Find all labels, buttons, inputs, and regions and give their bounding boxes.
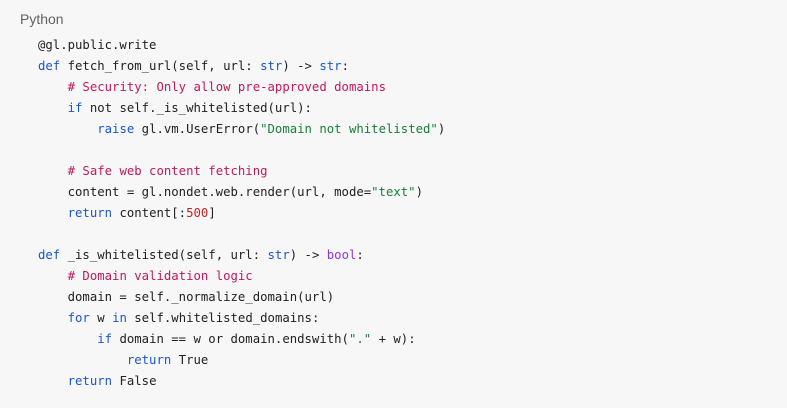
code-content[interactable]: @gl.public.write def fetch_from_url(self,… <box>38 35 445 392</box>
code-token: return <box>126 353 172 367</box>
code-token: if <box>97 332 113 346</box>
code-line: if not self._is_whitelisted(url): <box>38 98 445 119</box>
code-token: def <box>38 248 61 262</box>
code-token: ] <box>208 206 216 220</box>
code-token: True <box>171 353 209 367</box>
code-token: + w): <box>371 332 416 346</box>
code-token: str <box>267 248 290 262</box>
code-token: # Security: Only allow pre-approved doma… <box>67 80 386 94</box>
code-line: if domain == w or domain.endswith("." + … <box>38 329 445 350</box>
code-token <box>38 353 127 367</box>
code-token: # Domain validation logic <box>67 269 253 283</box>
code-line <box>38 140 445 161</box>
code-token: content[: <box>112 206 187 220</box>
code-token: for <box>67 311 90 325</box>
code-line: content = gl.nondet.web.render(url, mode… <box>38 182 445 203</box>
code-token: return <box>67 206 113 220</box>
code-token <box>38 374 68 388</box>
code-token: ) -> <box>282 59 320 73</box>
code-line: @gl.public.write <box>38 35 445 56</box>
code-token: : <box>356 248 364 262</box>
code-line: return False <box>38 371 445 392</box>
code-token: if <box>67 101 83 115</box>
code-token: raise <box>97 122 135 136</box>
code-line: return True <box>38 350 445 371</box>
code-token: bool <box>326 248 357 262</box>
code-token: "Domain not whitelisted" <box>260 122 438 136</box>
code-token: "text" <box>371 185 416 199</box>
code-token <box>38 80 68 94</box>
code-line: domain = self._normalize_domain(url) <box>38 287 445 308</box>
code-token: ) -> <box>289 248 327 262</box>
code-line: def _is_whitelisted(self, url: str) -> b… <box>38 245 445 266</box>
code-token: content = gl.nondet.web.render(url, mode… <box>38 185 372 199</box>
code-token: : <box>341 59 349 73</box>
code-token: in <box>112 311 127 325</box>
code-token <box>38 101 68 115</box>
code-token: ) <box>415 185 423 199</box>
code-token <box>38 311 68 325</box>
code-token: self.whitelisted_domains: <box>126 311 320 325</box>
code-token: ) <box>437 122 446 136</box>
code-token: "." <box>348 332 372 346</box>
code-line: raise gl.vm.UserError("Domain not whitel… <box>38 119 445 140</box>
code-token: 500 <box>186 206 209 220</box>
code-token <box>38 164 68 178</box>
code-token: _is_whitelisted(self, url: <box>60 248 268 262</box>
code-token: False <box>112 374 157 388</box>
code-line: # Safe web content fetching <box>38 161 445 182</box>
code-token: fetch_from_url(self, url: <box>60 59 261 73</box>
code-token: @gl.public.write <box>38 38 157 52</box>
code-token: str <box>319 59 342 73</box>
code-token: def <box>38 59 61 73</box>
code-token: # Safe web content fetching <box>67 164 268 178</box>
code-language-label: Python <box>20 11 64 27</box>
code-token <box>38 122 97 136</box>
code-token <box>38 206 68 220</box>
code-line <box>38 224 445 245</box>
code-token: gl.vm.UserError( <box>134 122 261 136</box>
code-line: for w in self.whitelisted_domains: <box>38 308 445 329</box>
code-token: domain = self._normalize_domain(url) <box>38 290 335 304</box>
code-line: return content[:500] <box>38 203 445 224</box>
code-token: str <box>260 59 283 73</box>
code-token: not self._is_whitelisted(url): <box>82 101 312 115</box>
code-token: return <box>67 374 113 388</box>
code-line: # Domain validation logic <box>38 266 445 287</box>
code-token <box>38 269 68 283</box>
code-line: def fetch_from_url(self, url: str) -> st… <box>38 56 445 77</box>
code-line: # Security: Only allow pre-approved doma… <box>38 77 445 98</box>
code-token: w <box>89 311 113 325</box>
code-token <box>38 332 97 346</box>
code-token: domain == w or domain.endswith( <box>112 332 349 346</box>
